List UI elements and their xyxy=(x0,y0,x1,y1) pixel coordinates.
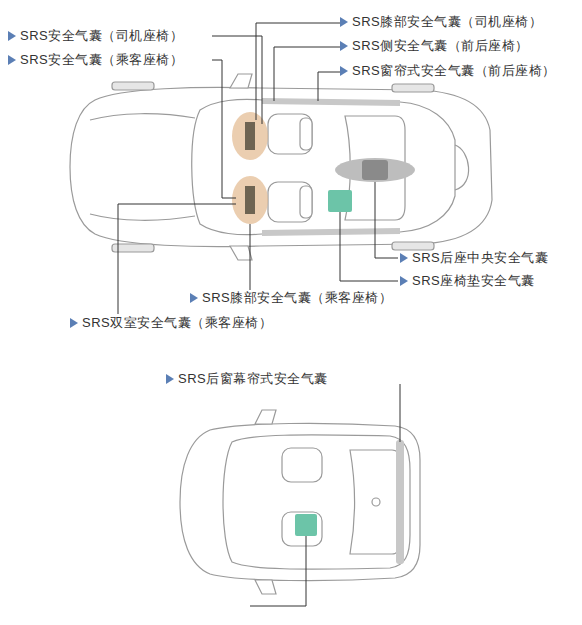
callout-label: SRS后座中央安全气囊 xyxy=(412,250,548,266)
callout-row: SRS膝部安全气囊（乘客座椅） xyxy=(190,290,392,306)
bullet-triangle xyxy=(340,66,348,76)
callout-label: SRS膝部安全气囊（乘客座椅） xyxy=(202,290,392,306)
callout-label: SRS窗帘式安全气囊（前后座椅） xyxy=(352,63,556,79)
callout-label: SRS安全气囊（乘客座椅） xyxy=(20,52,183,68)
bullet-triangle xyxy=(340,41,348,51)
bullet-triangle xyxy=(8,31,16,41)
callout-label: SRS后窗幕帘式安全气囊 xyxy=(178,371,328,387)
callout-row: SRS窗帘式安全气囊（前后座椅） xyxy=(340,63,556,79)
callout-row: SRS膝部安全气囊（司机座椅） xyxy=(340,14,542,30)
bullet-triangle xyxy=(400,276,408,286)
bullet-triangle xyxy=(8,55,16,65)
callout-row: SRS安全气囊（乘客座椅） xyxy=(8,52,183,68)
callout-row: SRS安全气囊（司机座椅） xyxy=(8,28,183,44)
callout-label: SRS膝部安全气囊（司机座椅） xyxy=(352,14,542,30)
bullet-triangle xyxy=(190,293,198,303)
bullet-triangle xyxy=(400,253,408,263)
callout-row: SRS后座中央安全气囊 xyxy=(400,250,548,266)
callout-label: SRS双室安全气囊（乘客座椅） xyxy=(82,315,272,331)
callout-row: SRS侧安全气囊（前后座椅） xyxy=(340,38,529,54)
bullet-triangle xyxy=(166,374,174,384)
bullet-triangle xyxy=(70,318,78,328)
callout-label: SRS座椅垫安全气囊 xyxy=(412,273,535,289)
callout-row: SRS双室安全气囊（乘客座椅） xyxy=(70,315,272,331)
callout-row: SRS后窗幕帘式安全气囊 xyxy=(166,371,328,387)
callout-label: SRS侧安全气囊（前后座椅） xyxy=(352,38,529,54)
callout-row: SRS座椅垫安全气囊 xyxy=(400,273,535,289)
callout-label: SRS安全气囊（司机座椅） xyxy=(20,28,183,44)
bullet-triangle xyxy=(340,17,348,27)
